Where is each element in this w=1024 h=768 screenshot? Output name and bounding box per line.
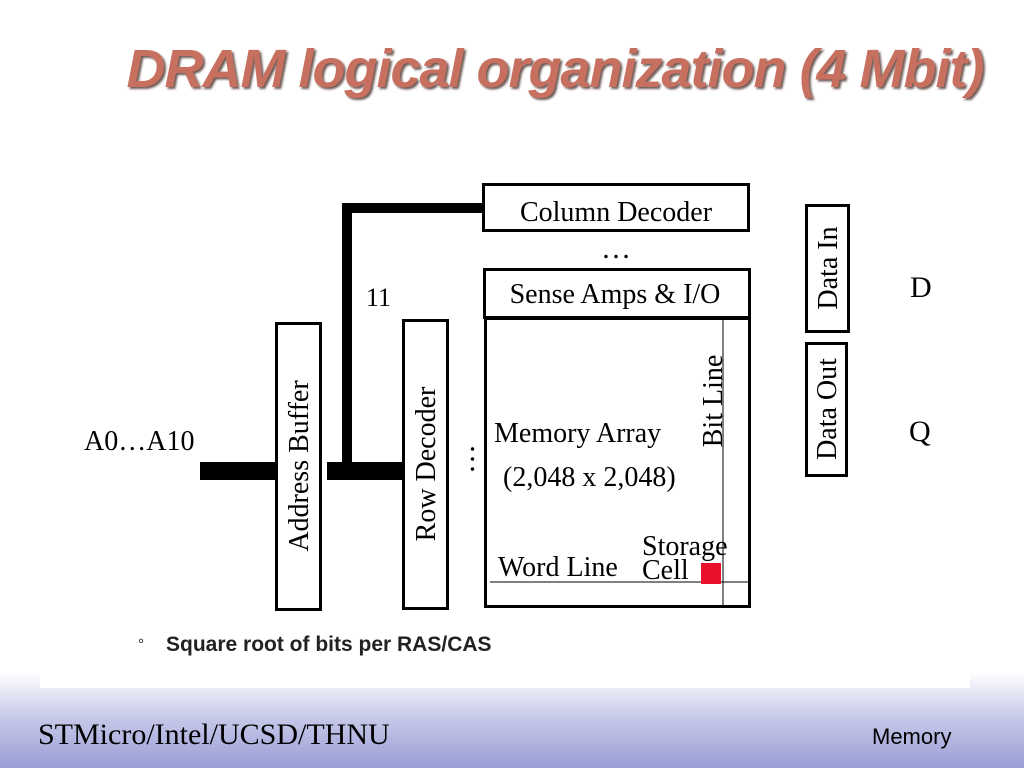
data-out-box (805, 342, 848, 477)
footer-credits: STMicro/Intel/UCSD/THNU (38, 718, 390, 751)
column-ellipsis: … (601, 232, 631, 265)
column-address-bus-vertical (342, 203, 352, 465)
data-out-label: Data Out (812, 358, 843, 460)
memory-array-box (484, 317, 751, 608)
column-decoder-box (482, 183, 750, 232)
bit-line-label: Bit Line (698, 355, 729, 448)
cell-label: Cell (642, 555, 689, 586)
address-input-bus (200, 462, 278, 480)
data-in-label: Data In (813, 226, 844, 309)
slide-title: DRAM logical organization (4 Mbit) (126, 39, 985, 99)
storage-label: Storage (642, 531, 728, 562)
data-in-box (805, 204, 850, 333)
column-decoder-label: Column Decoder (520, 197, 713, 228)
storage-cell (701, 563, 721, 584)
bus-width-label: 11 (366, 283, 391, 312)
bullet-text: Square root of bits per RAS/CAS (166, 633, 492, 656)
sense-amps-label: Sense Amps & I/O (510, 279, 721, 310)
memory-array-label: Memory Array (494, 418, 661, 449)
d-label: D (910, 271, 932, 304)
memory-array-size: (2,048 x 2,048) (503, 462, 676, 493)
address-buffer-box (275, 322, 322, 611)
word-line-label: Word Line (498, 552, 618, 583)
row-decoder-label: Row Decoder (411, 386, 442, 541)
row-address-bus (327, 462, 405, 480)
address-buffer-label: Address Buffer (284, 380, 315, 552)
q-label: Q (909, 415, 931, 448)
footer-band (0, 672, 1024, 768)
address-label: A0…A10 (84, 426, 194, 457)
row-ellipsis: … (448, 444, 481, 474)
column-address-bus-horizontal (342, 203, 484, 213)
bullet-marker: ° (138, 636, 144, 653)
footer-section-name: Memory (872, 724, 952, 749)
row-decoder-box (402, 319, 449, 610)
